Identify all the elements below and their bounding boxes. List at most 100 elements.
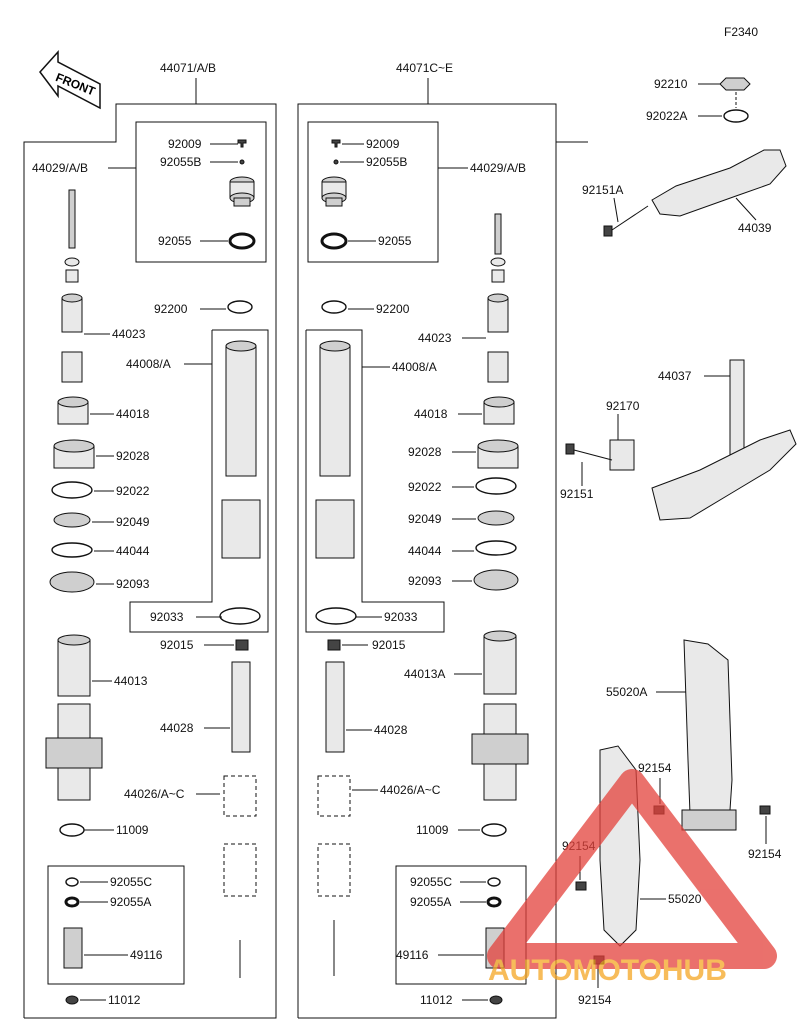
right-label-92022: 92022 [408,480,442,494]
right-washer-11009 [481,823,507,837]
right-label-44044: 44044 [408,544,442,558]
left-label-44029: 44029/A/B [32,161,88,175]
right-label-11009: 11009 [416,823,449,837]
left-label-11012: 11012 [108,993,141,1007]
left-washer-92200 [227,300,253,314]
right-label-92015: 92015 [372,638,406,652]
right-label-92049: 92049 [408,512,442,526]
right-label-92028: 92028 [408,445,442,459]
assembly-right-label: 44071C~E [396,61,453,75]
left-inner-tube-box [129,329,269,633]
clamp-92170 [609,439,635,471]
right-nut-11012 [489,995,503,1005]
fork-guard-55020A [683,639,733,821]
left-cap-box [135,121,267,263]
left-ring-92033 [219,607,261,625]
right-inner-tube [315,340,355,559]
right-washer-92200 [321,300,347,314]
right-label-44008: 44008/A [392,360,437,374]
left-label-44008: 44008/A [126,357,171,371]
right-bolt-92009 [331,139,341,148]
top-clamp-44039 [651,149,787,217]
left-label-92009: 92009 [168,137,202,151]
left-cartridge-rod [61,189,83,383]
right-label-44023: 44023 [418,331,452,345]
right-label-44018: 44018 [414,407,448,421]
left-base-valve-49116 [63,927,83,969]
bolt-92151 [565,443,613,461]
assembly-left-label: 44071/A/B [160,61,216,75]
left-label-92093: 92093 [116,577,150,591]
left-label-44028: 44028 [160,721,194,735]
right-label-92055A: 92055A [410,895,451,909]
left-damper-rod-44028 [231,661,251,753]
bolt-92151A [603,205,649,237]
left-fork-cap [229,176,255,207]
left-nut-11012 [65,995,79,1005]
left-bolt-92009 [237,139,247,148]
washer-92022A [723,109,749,123]
right-label-92009: 92009 [366,137,400,151]
left-label-44013: 44013 [114,674,148,688]
watermark-logo: AUTOMOTOHUB [487,769,777,987]
left-oring-92055C [65,877,79,887]
left-label-92033: 92033 [150,610,184,624]
left-label-92055C: 92055C [110,875,152,889]
right-label-92033: 92033 [384,610,418,624]
label-55020: 55020 [668,892,702,906]
right-oring-92055A [486,896,502,908]
right-fork-assembly: 44071C~E 92009 92055B 92055 44029/A/B [297,61,588,1019]
watermark-text: AUTOMOTOHUB [488,954,727,987]
left-oring-92055B [239,159,245,165]
left-label-92022: 92022 [116,484,150,498]
left-label-92055B: 92055B [160,155,201,169]
right-oring-92055B [333,159,339,165]
left-label-92055A: 92055A [110,895,151,909]
lower-clamp [651,429,797,521]
label-92154-d: 92154 [578,993,612,1007]
left-nut-92015 [235,639,249,651]
right-label-92200: 92200 [376,302,410,316]
right-cartridge-rod [487,213,509,383]
label-55020A: 55020A [606,685,647,699]
left-washer-11009 [59,823,85,837]
label-92154-b: 92154 [748,847,782,861]
left-outer-tube [45,634,103,801]
right-cap-box [307,121,439,263]
left-assembly-frame [23,103,277,1019]
label-92151: 92151 [560,487,594,501]
left-label-92055: 92055 [158,234,192,248]
right-label-92055C: 92055C [410,875,452,889]
label-92154-a: 92154 [638,761,672,775]
label-44037: 44037 [658,369,692,383]
right-label-92093: 92093 [408,574,442,588]
left-oring-92055A [64,896,80,908]
right-label-44028: 44028 [374,723,408,737]
front-arrow: FRONT [39,50,101,110]
left-label-49116: 49116 [130,948,163,962]
left-base-valve-box [47,865,185,985]
right-label-11012: 11012 [420,993,453,1007]
left-label-44026: 44026/A~C [124,787,185,801]
right-damper-rod-44028 [325,661,345,753]
right-spring-44026 [317,775,351,976]
left-label-92049: 92049 [116,515,150,529]
label-92210: 92210 [654,77,688,91]
right-label-92055: 92055 [378,234,412,248]
left-label-92200: 92200 [154,302,188,316]
label-92151A: 92151A [582,183,623,197]
fork-guards: 55020A 92154 92154 92154 55020 92154 [562,639,782,1007]
right-label-44029: 44029/A/B [470,161,526,175]
left-spring-44026 [223,775,257,978]
stem-group: 44037 92170 92151 [560,359,797,521]
right-oring-92055 [320,232,348,250]
right-ring-92033 [315,607,357,625]
label-44039: 44039 [738,221,772,235]
left-label-44023: 44023 [112,327,146,341]
figure-code: F2340 [724,25,758,39]
nut-92210 [719,77,751,91]
right-label-49116: 49116 [396,948,429,962]
right-stack-bushings [473,396,519,591]
label-92022A: 92022A [646,109,687,123]
